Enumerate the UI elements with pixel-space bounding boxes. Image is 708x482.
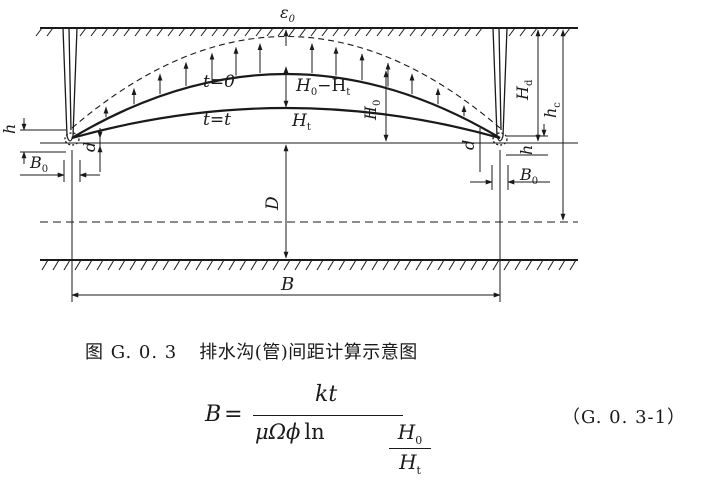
dimension-lines xyxy=(20,29,566,302)
ht-label: Ht xyxy=(291,111,311,133)
b0-right-label: B0 xyxy=(519,165,538,187)
recharge-arrows xyxy=(103,43,467,118)
d-left-label: d xyxy=(80,142,99,152)
h-right-label: h xyxy=(517,145,536,155)
initial-groundwater-curve xyxy=(71,36,501,129)
equation-number: （G. 0. 3-1） xyxy=(562,407,687,428)
tt-label: t=t xyxy=(203,110,231,130)
figure-number: 图 G. 0. 3 xyxy=(85,342,178,363)
figure-caption: 图 G. 0. 3 排水沟(管)间距计算示意图 xyxy=(85,338,418,364)
h-left-label: h xyxy=(0,124,19,134)
h0-label: H0 xyxy=(361,100,383,121)
figure-title: 排水沟(管)间距计算示意图 xyxy=(199,342,418,363)
h0-minus-ht-label: H0−Ht xyxy=(295,76,350,98)
b-spacing-label: B xyxy=(280,274,294,295)
t0-label: t=0 xyxy=(203,72,235,92)
epsilon-label: ε0 xyxy=(280,3,296,25)
formula-numerator: kt xyxy=(315,382,338,407)
d-right-label: d xyxy=(459,140,478,150)
formula-log-fraction: H0 Ht xyxy=(387,420,433,477)
b0-left-label: B0 xyxy=(29,153,48,175)
ground-hatching xyxy=(35,27,571,37)
ground-surface xyxy=(35,27,578,37)
water-table-tt-curve xyxy=(71,106,501,140)
hd-label: Hd xyxy=(513,79,535,101)
formula-fraction-bar xyxy=(253,415,403,416)
left-drain xyxy=(62,27,80,146)
d-depth-label: D xyxy=(263,196,283,211)
base-hatching xyxy=(41,259,577,271)
hc-label: hc xyxy=(541,102,563,118)
impermeable-layer xyxy=(40,259,578,271)
formula-lhs: B= xyxy=(205,402,243,427)
